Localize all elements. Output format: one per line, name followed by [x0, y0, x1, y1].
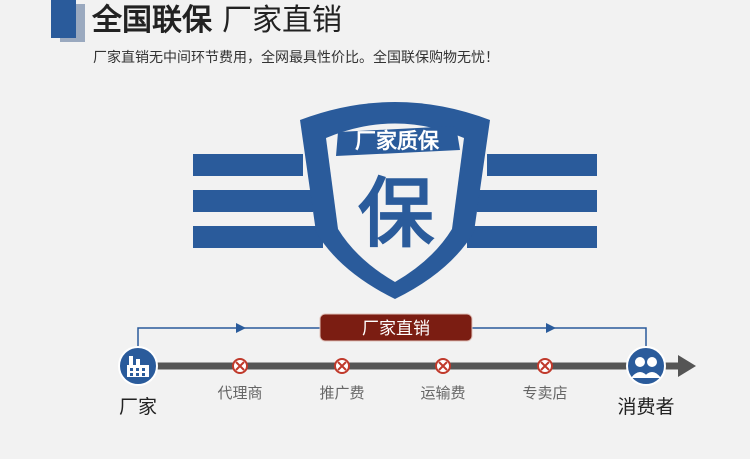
- page-title-secondary: 厂家直销: [222, 3, 342, 38]
- page-title: 全国联保厂家直销: [92, 2, 342, 40]
- step-label-agent: 代理商: [217, 384, 262, 402]
- route-arrow-icon: [236, 323, 246, 333]
- step-label-retail-store: 专卖店: [522, 384, 567, 402]
- emblem-wing-right: [467, 154, 597, 248]
- route-arrow-icon: [546, 323, 556, 333]
- start-label-factory: 厂家: [119, 396, 157, 418]
- page-title-main: 全国联保: [92, 3, 212, 38]
- end-label-consumer: 消费者: [617, 396, 674, 418]
- axis-arrow-icon: [678, 355, 696, 377]
- factory-icon: [118, 346, 158, 386]
- warranty-emblem: 厂家质保 保: [193, 102, 597, 299]
- removed-step-icon: [537, 358, 553, 374]
- direct-route-label: 厂家直销: [362, 319, 430, 339]
- header-accent-bar: [51, 0, 76, 38]
- removed-step-icon: [435, 358, 451, 374]
- removed-step-icon: [334, 358, 350, 374]
- shield-banner: [336, 126, 460, 156]
- distribution-flow: 厂家直销 代理商 推广费 运输费 专卖店 厂家 消费者: [118, 313, 696, 418]
- emblem-wing-left: [193, 154, 323, 248]
- shield-banner-text: 厂家质保: [355, 129, 440, 153]
- removed-step-icon: [232, 358, 248, 374]
- direct-route-label-box: [319, 313, 473, 342]
- step-label-promotion-fee: 推广费: [319, 384, 364, 402]
- step-label-shipping-fee: 运输费: [420, 384, 465, 402]
- page-subtitle: 厂家直销无中间环节费用，全网最具性价比。全国联保购物无忧！: [93, 50, 499, 66]
- shield-big-char: 保: [358, 169, 435, 258]
- consumers-icon: [626, 346, 666, 386]
- shield-inner: [326, 123, 464, 282]
